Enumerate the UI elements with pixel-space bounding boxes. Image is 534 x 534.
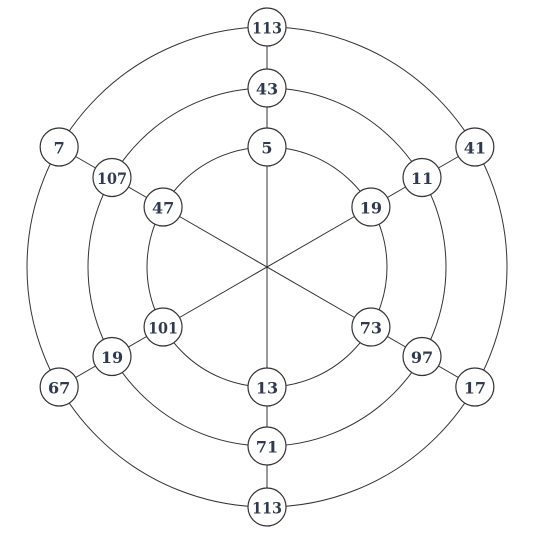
node-circle (247, 127, 287, 167)
node-label: 11 (411, 169, 433, 188)
node-circle (351, 307, 391, 347)
node-circle (402, 336, 442, 377)
node-label: 19 (360, 199, 382, 218)
node-label: 7 (54, 139, 65, 158)
node-circle (402, 157, 442, 198)
node-label: 71 (256, 438, 278, 457)
node-label: 101 (148, 319, 178, 338)
node-outer-2: 17 (455, 367, 495, 407)
node-inner-1: 19 (351, 187, 391, 227)
node-inner-5: 47 (143, 187, 183, 227)
node-label: 19 (101, 348, 123, 367)
node-inner-0: 5 (247, 127, 287, 167)
node-circle (39, 367, 79, 407)
node-label: 47 (152, 199, 174, 218)
spokes-layer (162, 147, 372, 387)
nodes-layer: 5 19 73 13 101 47 43 11 97 71 19 107 113 41 17 113 67 7 (39, 7, 495, 527)
node-circle (247, 487, 287, 527)
node-middle-3: 71 (247, 426, 287, 466)
node-circle (351, 187, 391, 227)
node-label: 67 (48, 379, 70, 398)
node-circle (247, 426, 287, 466)
node-middle-2: 97 (402, 336, 442, 377)
node-circle (39, 127, 79, 167)
node-circle (92, 336, 132, 377)
node-circle (247, 68, 287, 108)
node-circle (247, 7, 287, 47)
node-label: 5 (261, 139, 272, 158)
node-circle (247, 367, 287, 407)
node-middle-5: 107 (92, 157, 132, 198)
node-label: 13 (256, 379, 278, 398)
node-middle-4: 19 (92, 336, 132, 377)
node-outer-4: 67 (39, 367, 79, 407)
node-outer-3: 113 (247, 487, 287, 527)
node-label: 43 (256, 80, 278, 99)
node-label: 97 (411, 348, 433, 367)
node-circle (92, 157, 132, 198)
node-inner-4: 101 (143, 307, 183, 347)
node-label: 113 (252, 19, 282, 38)
node-circle (143, 307, 183, 347)
node-label: 73 (360, 319, 382, 338)
node-outer-0: 113 (247, 7, 287, 47)
node-inner-3: 13 (247, 367, 287, 407)
node-middle-0: 43 (247, 68, 287, 108)
node-circle (455, 127, 495, 167)
node-label: 113 (252, 499, 282, 518)
spoke-3 (162, 206, 372, 328)
node-outer-5: 7 (39, 127, 79, 167)
node-inner-2: 73 (351, 307, 391, 347)
node-circle (143, 187, 183, 227)
node-label: 107 (97, 169, 127, 188)
node-middle-1: 11 (402, 157, 442, 198)
node-outer-1: 41 (455, 127, 495, 167)
node-label: 17 (464, 379, 486, 398)
node-circle (455, 367, 495, 407)
node-label: 41 (464, 139, 486, 158)
